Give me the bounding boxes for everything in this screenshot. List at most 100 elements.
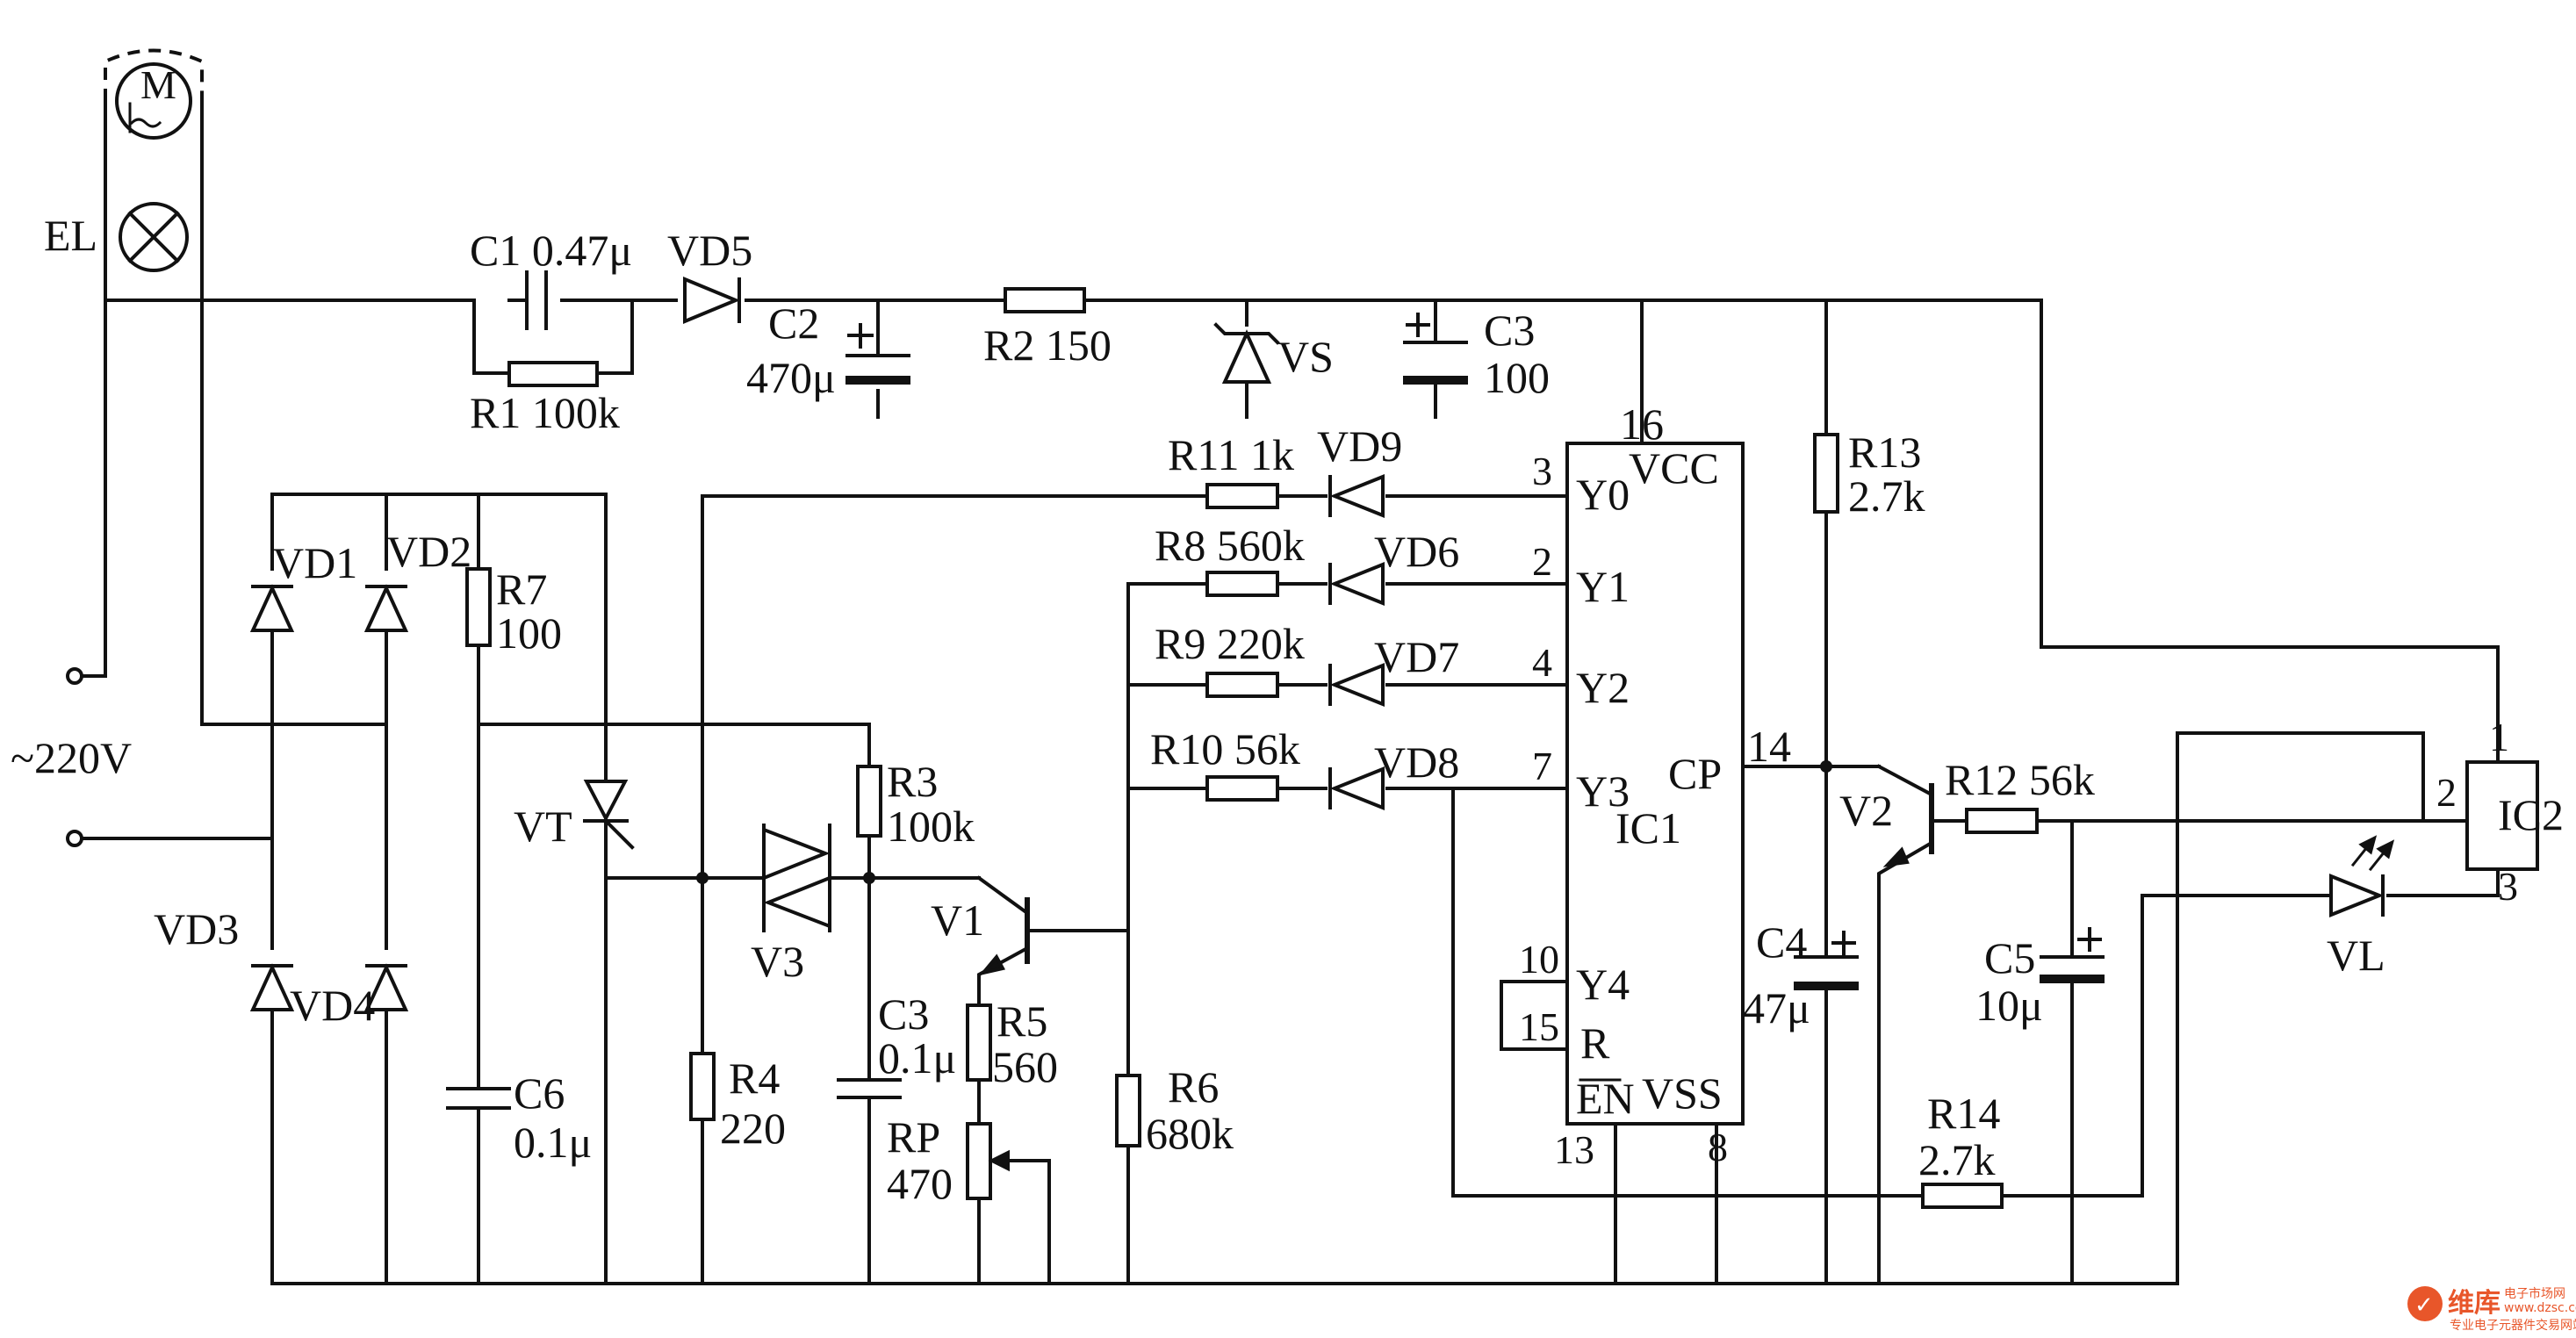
ic2-name-label: IC2 — [2498, 790, 2564, 839]
ic1-en-label: EN — [1576, 1074, 1635, 1123]
diode-vd5 — [683, 277, 741, 324]
label-vd7: VD7 — [1374, 632, 1459, 681]
capacitor-c5 — [2040, 927, 2105, 983]
label-v2: V2 — [1839, 786, 1893, 835]
resistor-r4 — [689, 1052, 716, 1121]
label-r11: R11 1k — [1168, 430, 1294, 479]
zener-vs — [1213, 322, 1280, 406]
capacitor-c2 — [845, 323, 910, 385]
label-c3-bottom-val: 0.1μ — [878, 1033, 956, 1083]
ic1-pin-13: 13 — [1554, 1127, 1594, 1172]
diode-vd3 — [249, 963, 295, 1011]
ic2-chip — [2465, 760, 2539, 871]
label-r3-name: R3 — [887, 757, 938, 806]
watermark-slogan: 专业电子元器件交易网站 — [2450, 1318, 2576, 1333]
label-c1: C1 0.47μ — [470, 226, 632, 275]
ic1-pin-7: 7 — [1532, 744, 1552, 788]
label-r10: R10 56k — [1150, 724, 1300, 773]
ic2-pin-2: 2 — [2436, 770, 2457, 815]
thyristor-vt — [583, 493, 635, 850]
ic1-name-label: IC1 — [1615, 803, 1681, 852]
label-r8: R8 560k — [1155, 521, 1305, 570]
label-c4-name: C4 — [1756, 917, 1807, 967]
diac-v3 — [762, 824, 831, 932]
resistor-r9 — [1205, 672, 1279, 698]
label-r4-val: 220 — [720, 1104, 786, 1153]
capacitor-c6 — [446, 1087, 511, 1110]
resistor-r7 — [465, 567, 492, 647]
label-c6-val: 0.1μ — [514, 1118, 592, 1167]
motor-symbol: M — [115, 62, 192, 140]
motor-label: M — [140, 62, 176, 107]
label-r9: R9 220k — [1155, 619, 1305, 668]
capacitor-c4 — [1794, 931, 1859, 990]
potentiometer-rp — [966, 1122, 1010, 1200]
label-el: EL — [44, 211, 97, 260]
watermark-url: www.dzsc.com — [2504, 1301, 2576, 1315]
led-vl — [2329, 835, 2395, 917]
wires — [77, 48, 2500, 1285]
ic1-pin-2: 2 — [1532, 539, 1552, 584]
ic2-pin-3: 3 — [2498, 864, 2518, 909]
label-r14-val: 2.7k — [1918, 1135, 1996, 1184]
diode-vd4 — [363, 963, 409, 1011]
label-c3-top-name: C3 — [1484, 306, 1535, 355]
resistor-r3 — [856, 765, 882, 838]
lamp-symbol — [119, 202, 189, 272]
label-r4-name: R4 — [729, 1054, 780, 1103]
ic1-y2-label: Y2 — [1576, 663, 1630, 712]
label-mains: ~220V — [11, 733, 132, 782]
capacitor-c3-top — [1403, 313, 1468, 419]
resistor-r6 — [1115, 1074, 1141, 1147]
label-r12: R12 56k — [1945, 755, 2095, 804]
label-vd3: VD3 — [154, 904, 239, 953]
label-c3-bottom-name: C3 — [878, 989, 929, 1039]
label-vl: VL — [2327, 931, 2385, 980]
watermark-brand: 维库 — [2448, 1288, 2500, 1319]
diode-vd7 — [1328, 663, 1385, 707]
label-v1: V1 — [931, 896, 984, 945]
capacitor-c1 — [507, 270, 548, 330]
label-r7-name: R7 — [496, 565, 547, 614]
resistor-r13 — [1813, 433, 1839, 514]
transistor-v1 — [978, 897, 1030, 976]
ic1-chip — [1565, 442, 1745, 1126]
resistor-r2 — [1004, 287, 1086, 313]
diode-vd9 — [1328, 474, 1385, 518]
label-vd1: VD1 — [272, 538, 357, 587]
ic1-pin-8: 8 — [1708, 1125, 1728, 1169]
label-vt: VT — [514, 802, 572, 851]
label-c4-val: 47μ — [1743, 983, 1810, 1032]
terminal-b — [66, 830, 83, 847]
ic1-pin-3: 3 — [1532, 449, 1552, 493]
ic1-y3-label: Y3 — [1576, 766, 1630, 816]
label-rp-val: 470 — [887, 1159, 953, 1208]
label-r14-name: R14 — [1927, 1089, 2000, 1138]
resistor-r5 — [966, 1004, 992, 1082]
label-r13-val: 2.7k — [1848, 471, 1925, 521]
resistor-r1 — [507, 361, 599, 387]
label-c3-top-val: 100 — [1484, 353, 1550, 402]
diode-vd6 — [1328, 562, 1385, 606]
resistor-r12 — [1965, 808, 2039, 834]
label-r5-val: 560 — [992, 1042, 1058, 1091]
diode-vd1 — [249, 584, 295, 632]
junctions — [696, 760, 1832, 884]
label-v3: V3 — [751, 937, 804, 986]
ic2-pin-1: 1 — [2489, 715, 2509, 759]
label-vd6: VD6 — [1374, 527, 1459, 576]
label-c2-name: C2 — [768, 299, 819, 348]
label-r13-name: R13 — [1848, 428, 1921, 477]
ic1-y1-label: Y1 — [1576, 562, 1630, 611]
label-c6-name: C6 — [514, 1068, 565, 1118]
label-r5-name: R5 — [997, 996, 1047, 1046]
svg-text:✓: ✓ — [2414, 1292, 2434, 1319]
label-vd4: VD4 — [290, 981, 375, 1030]
label-r7-val: 100 — [496, 608, 562, 658]
label-vs: VS — [1277, 332, 1334, 381]
resistor-r8 — [1205, 571, 1279, 597]
ic1-vss-label: VSS — [1642, 1068, 1723, 1118]
terminal-a — [66, 667, 83, 685]
watermark-logo: ✓ 维库 电子市场网 www.dzsc.com 专业电子元器件交易网站 — [2407, 1286, 2576, 1333]
